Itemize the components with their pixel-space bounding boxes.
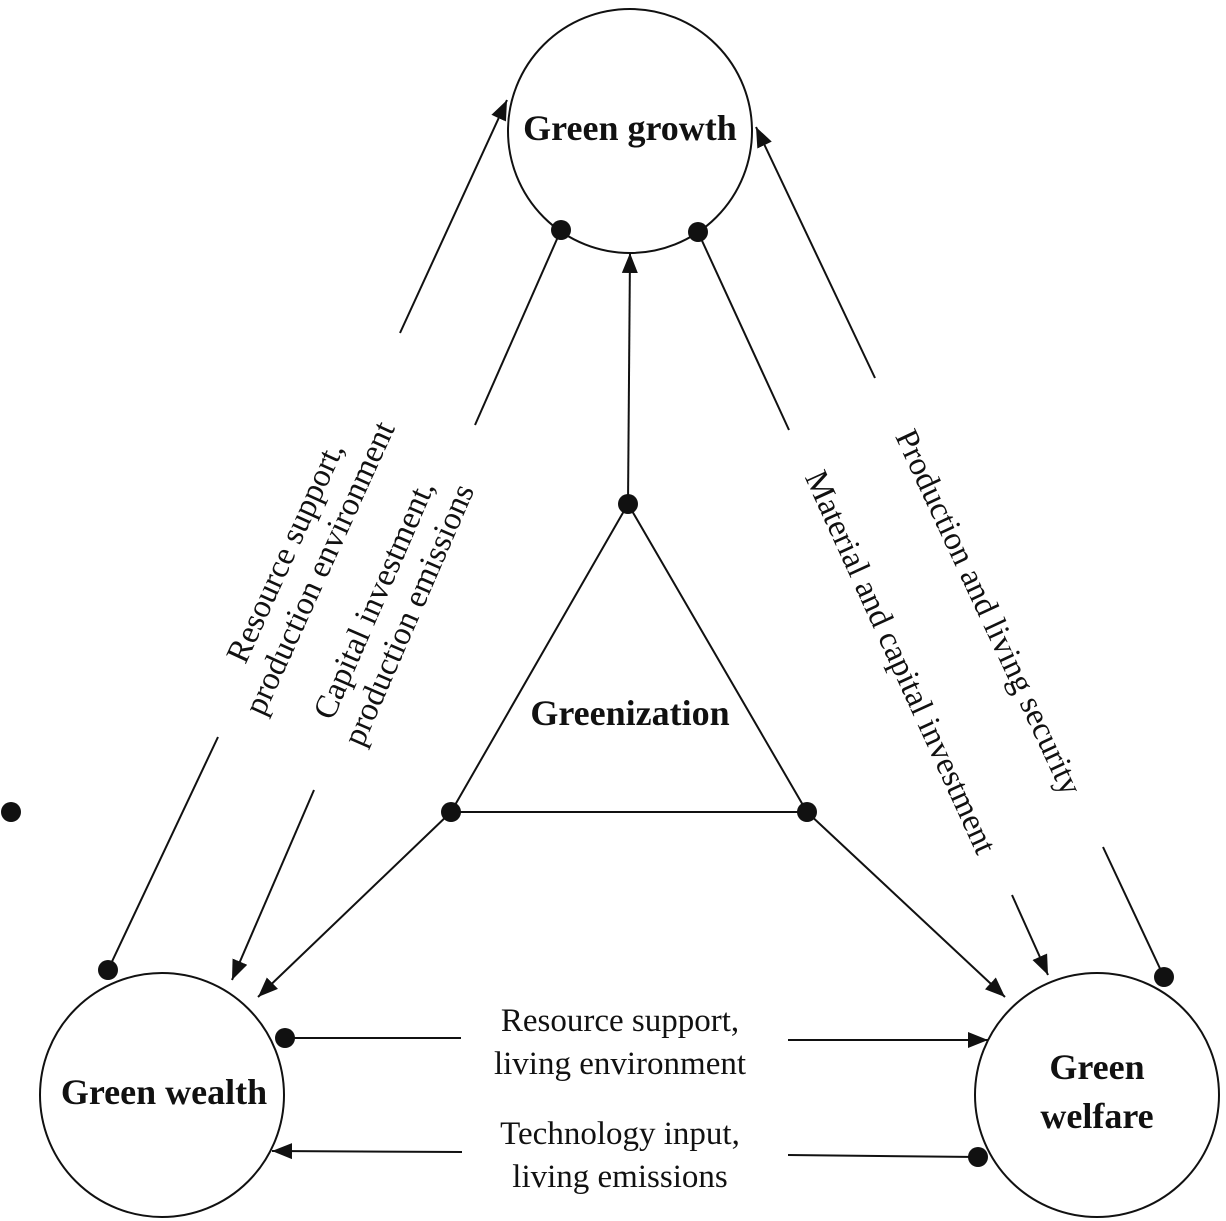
arrow-wealth-to-growth-upper — [399, 99, 508, 334]
edge-label-welfare-to-growth: Production and living security — [888, 424, 1089, 801]
arrow-growth-to-wealth-lower — [231, 789, 315, 981]
node-label-green-growth: Green growth — [523, 108, 737, 148]
connector-dot-wealth-top — [98, 960, 118, 980]
node-label-green-wealth: Green wealth — [61, 1072, 267, 1112]
connector-dot-welfare-left — [968, 1147, 988, 1167]
node-label-green-welfare-line2: welfare — [1040, 1096, 1153, 1136]
arrow-wealth-to-growth-lower — [107, 736, 219, 971]
edge-label-wealth-to-welfare-line1: Resource support, — [501, 1003, 739, 1039]
stray-dot — [1, 802, 21, 822]
edge-label-welfare-to-wealth-line1: Technology input, — [500, 1116, 740, 1152]
connector-dot-welfare-top — [1154, 967, 1174, 987]
edge-label-growth-to-welfare: Material and capital investment — [797, 465, 1003, 859]
arrow-growth-to-welfare-lower — [1011, 894, 1049, 976]
center-label-greenization: Greenization — [530, 693, 729, 733]
node-label-green-welfare-line1: Green — [1049, 1047, 1144, 1087]
edge-label-welfare-to-growth-text: Production and living security — [888, 424, 1089, 801]
node-green-wealth — [39, 972, 285, 1218]
connector-dot-triangle-top — [618, 494, 638, 514]
arrow-center-to-growth — [621, 252, 638, 505]
arrow-welfare-to-wealth-left — [271, 1143, 463, 1160]
arrow-center-to-wealth — [257, 811, 452, 998]
connector-dot-wealth-right — [275, 1028, 295, 1048]
connector-dot-triangle-left — [441, 802, 461, 822]
edge-label-growth-to-welfare-text: Material and capital investment — [797, 465, 1003, 859]
arrow-welfare-to-growth-upper — [755, 126, 876, 379]
arrow-center-to-welfare — [806, 811, 1006, 998]
edge-label-welfare-to-wealth-line2: living emissions — [512, 1159, 727, 1195]
arrow-growth-to-welfare-upper — [697, 231, 790, 431]
arrow-welfare-to-growth-lower — [1102, 846, 1165, 978]
connector-dot-triangle-right — [797, 802, 817, 822]
arrow-welfare-to-wealth-right — [787, 1154, 979, 1158]
arrow-growth-to-wealth-upper — [474, 229, 562, 426]
connector-dot-growth-left — [551, 220, 571, 240]
edge-label-wealth-to-welfare-line2: living environment — [494, 1046, 746, 1082]
connector-dot-growth-right — [688, 222, 708, 242]
node-green-welfare — [974, 972, 1220, 1218]
greenization-triangle — [449, 502, 809, 813]
